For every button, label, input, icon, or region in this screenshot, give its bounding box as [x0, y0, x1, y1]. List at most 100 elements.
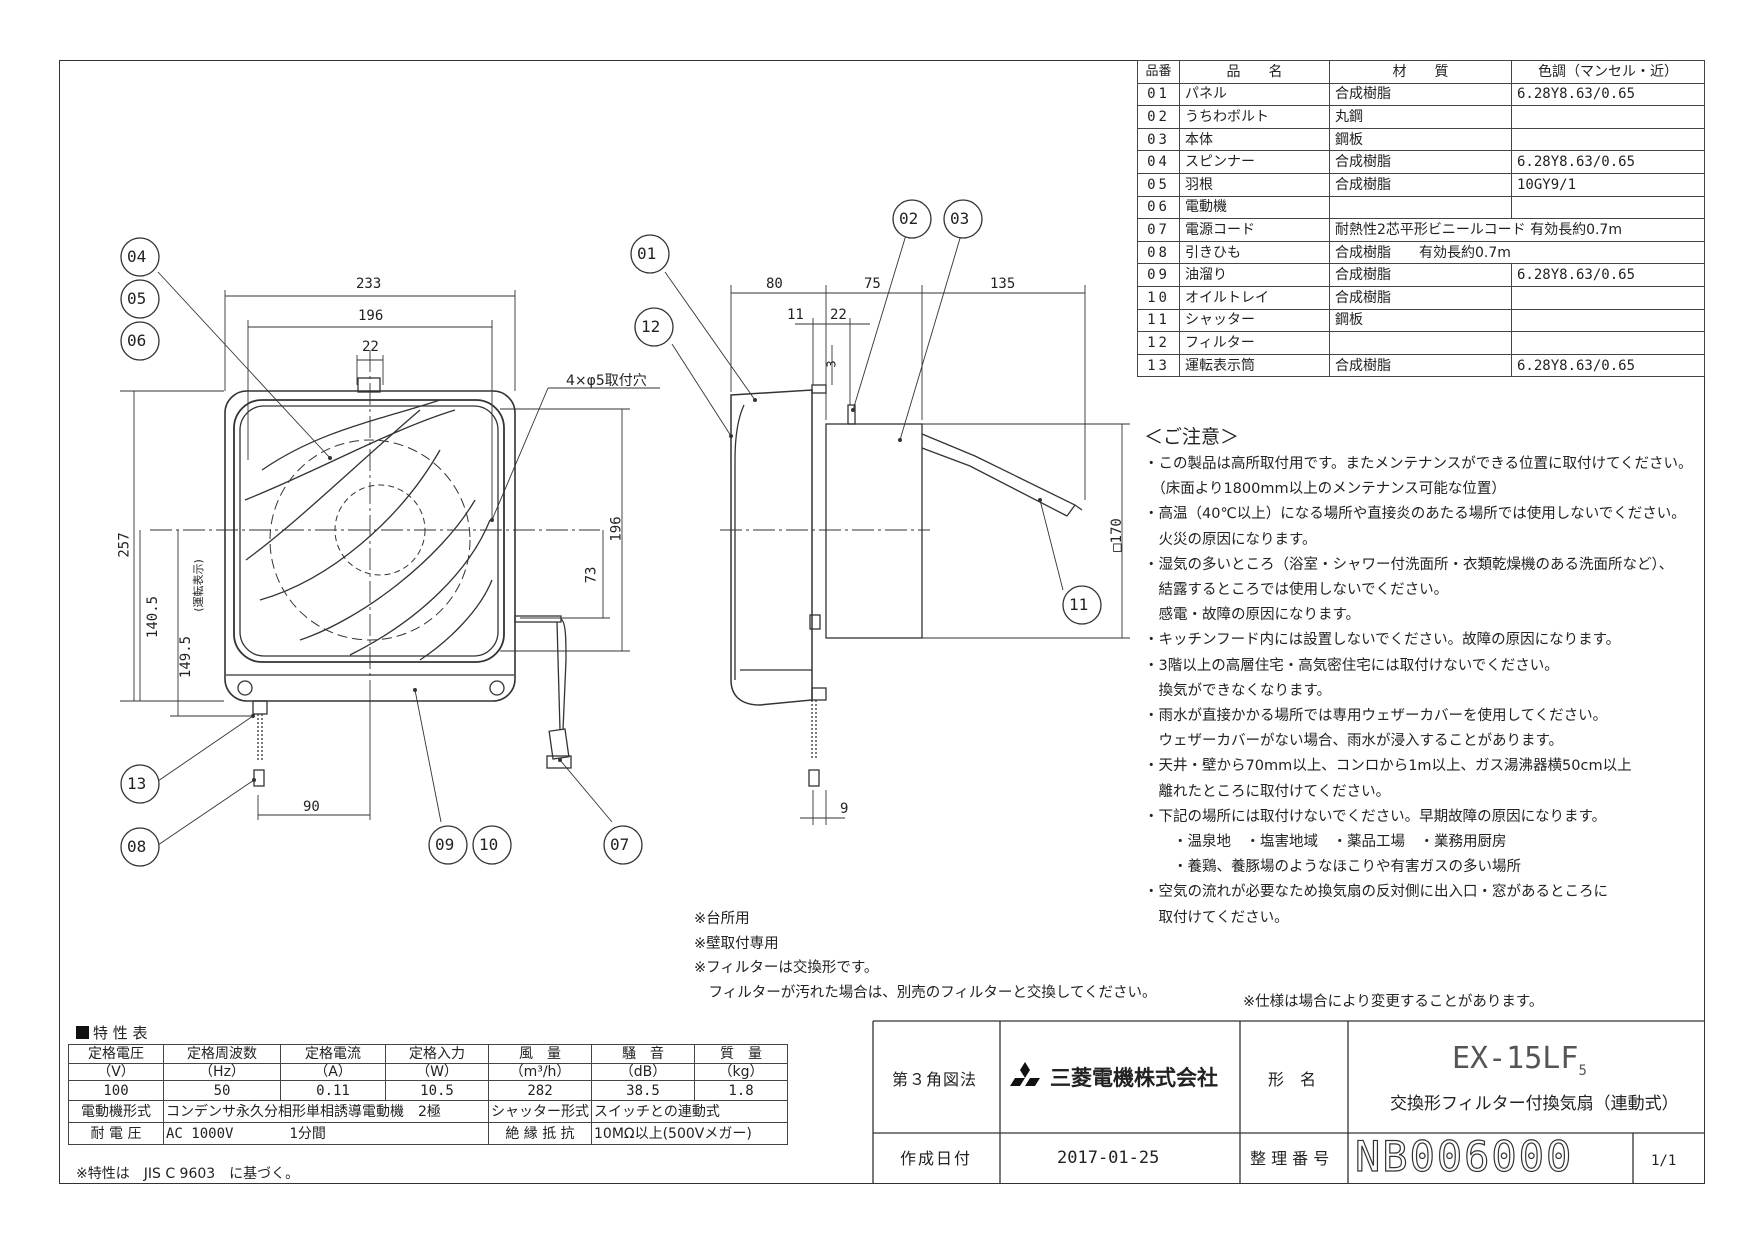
memo-line: フィルターが汚れた場合は、別売のフィルターと交換してください。 — [694, 984, 1157, 1001]
balloon-label-04: 04 — [127, 247, 147, 266]
part-color: 6.28Y8.63/0.65 — [1511, 82, 1705, 107]
dim-75: 75 — [864, 276, 881, 292]
spec-value-row: 100 50 0.11 10.5 282 38.5 1.8 — [68, 1080, 788, 1101]
spec-unit: （dB） — [591, 1063, 695, 1081]
title-block-grid — [872, 1020, 1705, 1184]
part-material: 合成樹脂 — [1329, 172, 1512, 197]
spec-header: 風 量 — [488, 1044, 592, 1064]
spec-value: 10.5 — [385, 1080, 489, 1101]
model-number-suffix: 5 — [1578, 1063, 1587, 1079]
part-name: 電動機 — [1179, 195, 1330, 220]
spec-value: 50 — [163, 1080, 281, 1101]
spec-value: 100 — [68, 1080, 164, 1101]
header-name: 品 名 — [1179, 60, 1330, 84]
spec-value: 1.8 — [694, 1080, 788, 1101]
caution-line: ・この製品は高所取付用です。またメンテナンスができる位置に取付けてください。 — [1144, 456, 1693, 472]
withstand-value: AC 1000V 1分間 — [163, 1122, 489, 1145]
caution-line: ・天井・壁から70mm以上、コンロから1m以上、ガス湯沸器横50cm以上 — [1144, 758, 1632, 775]
balloon-08 — [120, 827, 160, 867]
part-material: 丸鋼 — [1329, 105, 1512, 129]
part-material: 鋼板 — [1329, 127, 1512, 152]
balloon-13 — [120, 764, 160, 804]
spec-motor-row: 電動機形式 コンデンサ永久分相形単相誘導電動機 2極 シャッター形式 スイッチと… — [68, 1100, 788, 1123]
part-color: 6.28Y8.63/0.65 — [1511, 353, 1705, 378]
part-name: 引きひも — [1179, 240, 1330, 265]
date-label: 作成日付 — [900, 1149, 973, 1168]
caution-line: ・養鶏、養豚場のようなほこりや有害ガスの多い場所 — [1144, 859, 1521, 876]
balloon-06 — [120, 321, 160, 361]
balloon-label-06: 06 — [127, 331, 147, 350]
part-color — [1511, 105, 1705, 129]
part-no: 06 — [1137, 195, 1180, 220]
spec-table-title-row: 特 性 表 — [76, 1026, 148, 1041]
part-no: 07 — [1137, 218, 1180, 242]
model-label: 形 名 — [1268, 1070, 1317, 1089]
part-name: 電源コード — [1179, 218, 1330, 242]
spec-unit-row: （V） （Hz） （A） （W） （m³/h） （dB） （kg） — [68, 1063, 788, 1081]
spec-withstand-row: 耐 電 圧 AC 1000V 1分間 絶 縁 抵 抗 10MΩ以上(500Vメガ… — [68, 1122, 788, 1145]
balloon-04 — [120, 237, 160, 277]
balloon-07 — [603, 825, 643, 865]
caution-line: （床面より1800mm以上のメンテナンス可能な位置） — [1144, 481, 1506, 498]
balloons — [120, 199, 1102, 867]
part-material: 鋼板 — [1329, 308, 1512, 333]
part-material: 合成樹脂 — [1329, 263, 1512, 287]
caution-line: 結露するところでは使用しないでください。 — [1144, 582, 1449, 599]
part-color — [1511, 308, 1705, 333]
dim-196-width: 196 — [358, 308, 384, 324]
spec-header: 騒 音 — [591, 1044, 695, 1064]
caution-line: ・空気の流れが必要なため換気扇の反対側に出入口・窓があるところに — [1144, 884, 1608, 901]
model-number: EX-15LF5 — [1452, 1044, 1587, 1079]
dim-9: 9 — [840, 801, 849, 817]
caution-line: ・温泉地 ・塩害地域 ・薬品工場 ・業務用厨房 — [1144, 834, 1507, 851]
dim-90: 90 — [303, 799, 320, 815]
square-icon — [76, 1026, 89, 1039]
part-no: 04 — [1137, 150, 1180, 174]
company-name: 三菱電機株式会社 — [1050, 1066, 1218, 1090]
part-name: パネル — [1179, 82, 1330, 107]
spec-value: 0.11 — [280, 1080, 386, 1101]
caution-line: 感電・故障の原因になります。 — [1144, 607, 1361, 624]
shutter-value: スイッチとの連動式 — [591, 1100, 788, 1123]
dim-135: 135 — [990, 276, 1016, 292]
spec-table: 定格電圧 定格周波数 定格電流 定格入力 風 量 騒 音 質 量 （V） （Hz… — [68, 1044, 788, 1145]
balloon-label-07: 07 — [610, 835, 630, 854]
caution-line: ・3階以上の高層住宅・高気密住宅には取付けないでください。 — [1144, 657, 1559, 674]
balloon-02 — [892, 199, 932, 239]
part-material — [1329, 195, 1512, 220]
spec-change-note: ※仕様は場合により変更することがあります。 — [1243, 994, 1544, 1010]
reference-label: 整 理 番 号 — [1250, 1149, 1330, 1168]
part-name: 羽根 — [1179, 172, 1330, 197]
spec-header: 質 量 — [694, 1044, 788, 1064]
part-no: 02 — [1137, 105, 1180, 129]
spec-header: 定格電流 — [280, 1044, 386, 1064]
creation-date: 2017-01-25 — [1057, 1148, 1160, 1168]
dim-11: 11 — [787, 307, 804, 323]
dim-196-height: 196 — [608, 516, 625, 542]
spec-table-title: 特 性 表 — [93, 1024, 148, 1042]
header-material: 材 質 — [1329, 60, 1512, 84]
memo-line: ※壁取付専用 — [694, 935, 779, 952]
usage-memo: ※台所用 ※壁取付専用 ※フィルターは交換形です。 フィルターが汚れた場合は、別… — [694, 907, 1157, 1005]
dim-1495-note: (運転表示) — [191, 559, 205, 612]
header-no: 品番 — [1137, 60, 1180, 84]
withstand-label: 耐 電 圧 — [68, 1122, 164, 1145]
part-material: 合成樹脂 有効長約0.7m — [1329, 240, 1705, 265]
caution-line: 取付けてください。 — [1144, 909, 1289, 926]
caution-line: ・下記の場所には取付けないでください。早期故障の原因になります。 — [1144, 808, 1607, 825]
caution-line: ・キッチンフード内には設置しないでください。故障の原因になります。 — [1144, 632, 1621, 649]
dim-257: 257 — [116, 532, 133, 558]
dim-233: 233 — [356, 276, 382, 292]
caution-line: ・高温（40℃以上）になる場所や直接炎のあたる場所では使用しないでください。 — [1144, 506, 1686, 523]
part-no: 01 — [1137, 82, 1180, 107]
part-no: 10 — [1137, 285, 1180, 310]
part-name: オイルトレイ — [1179, 285, 1330, 310]
insulation-label: 絶 縁 抵 抗 — [488, 1122, 592, 1145]
